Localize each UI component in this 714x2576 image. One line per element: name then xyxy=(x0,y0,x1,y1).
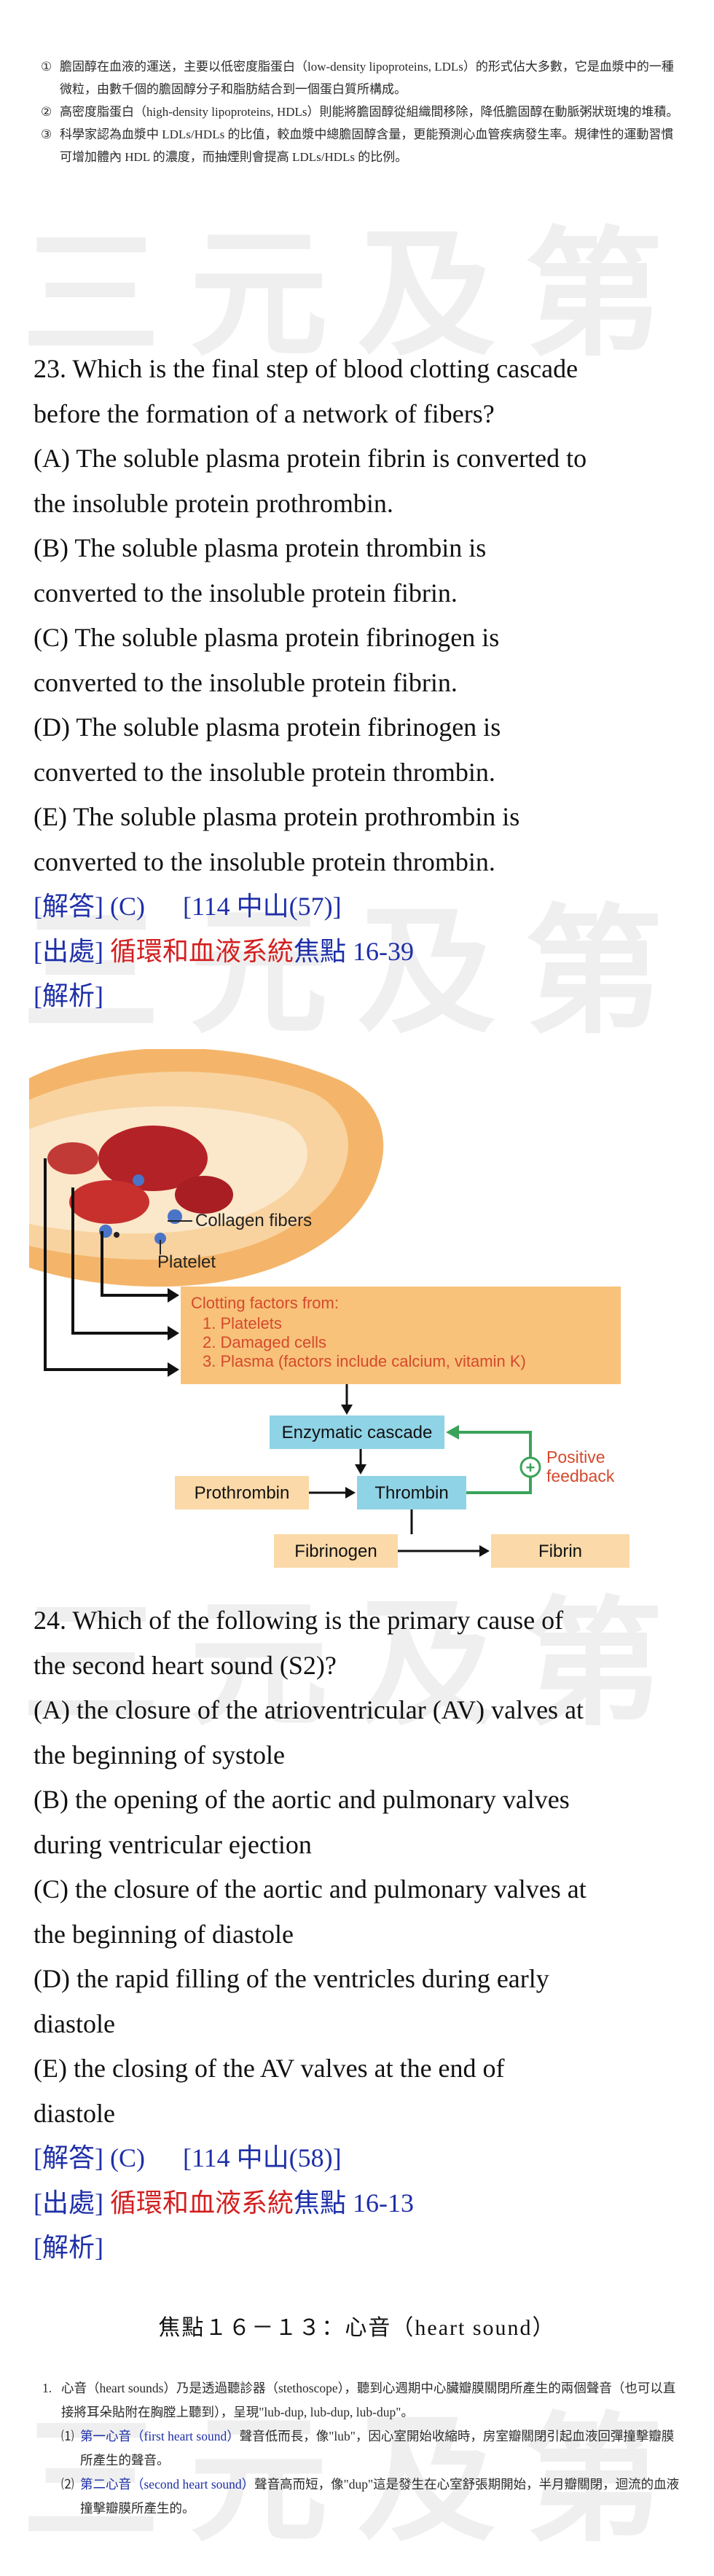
option-e: (E) The soluble plasma protein prothromb… xyxy=(34,802,520,831)
enzymatic-cascade-box xyxy=(270,1415,444,1449)
question-text: before the formation of a network of fib… xyxy=(34,398,495,428)
option-a: (A) the closure of the atrioventricular … xyxy=(34,1695,584,1724)
option-e: (E) the closing of the AV valves at the … xyxy=(34,2054,505,2083)
question-23: 23. Which is the final step of blood clo… xyxy=(34,347,689,1019)
option-b: (B) the opening of the aortic and pulmon… xyxy=(34,1785,570,1814)
note-item: 1.心音（heart sounds）乃是透過聽診器（stethoscope），聽… xyxy=(42,2381,676,2419)
option-c: converted to the insoluble protein fibri… xyxy=(34,667,458,697)
option-d: converted to the insoluble protein throm… xyxy=(34,757,495,787)
section-title: 焦點１６－１３：心音（heart sound） xyxy=(158,2316,556,2340)
positive-feedback-label: Positive xyxy=(546,1448,605,1466)
platelet-dot xyxy=(154,1233,166,1244)
option-d: diastole xyxy=(34,2008,115,2038)
question-text: the second heart sound (S2)? xyxy=(34,1650,337,1680)
svg-text:Prothrombin: Prothrombin xyxy=(195,1483,290,1503)
platelet-label: Platelet xyxy=(157,1252,216,1272)
option-e: converted to the insoluble protein throm… xyxy=(34,847,495,876)
analysis-label: [解析] xyxy=(34,2233,103,2262)
svg-text:Enzymatic cascade: Enzymatic cascade xyxy=(282,1423,433,1442)
note-item: ⑴第一心音（first heart sound）聲音低而長，像"lub"，因心室… xyxy=(61,2429,675,2467)
svg-text:+: + xyxy=(526,1458,536,1477)
positive-feedback-label: feedback xyxy=(546,1466,615,1485)
answer-line: [解答] (C)[114 中山(57)] xyxy=(34,892,342,921)
heart-sound-notes: 1.心音（heart sounds）乃是透過聽診器（stethoscope），聽… xyxy=(42,2376,683,2521)
option-e: diastole xyxy=(34,2098,115,2128)
fibrin-box xyxy=(491,1534,629,1568)
option-a: (A) The soluble plasma protein fibrin is… xyxy=(34,444,587,473)
option-c: the beginning of diastole xyxy=(34,1919,294,1949)
option-b: (B) The soluble plasma protein thrombin … xyxy=(34,533,487,562)
plus-icon xyxy=(519,1456,541,1478)
clotting-item: 3. Plasma (factors include calcium, vita… xyxy=(203,1352,526,1370)
svg-text:Fibrin: Fibrin xyxy=(538,1542,582,1561)
clotting-diagram: Collagen fibers Platelet Clotting factor… xyxy=(29,1049,629,1568)
clotting-factors-box xyxy=(181,1287,621,1384)
origin-line: [出處] 循環和血液系統焦點 16-39 xyxy=(34,936,414,966)
svg-text:Fibrinogen: Fibrinogen xyxy=(294,1542,377,1561)
analysis-label: [解析] xyxy=(34,981,103,1010)
option-c: (C) The soluble plasma protein fibrinoge… xyxy=(34,623,500,652)
answer-line: [解答] (C)[114 中山(58)] xyxy=(34,2143,342,2172)
platelet-dot xyxy=(133,1174,144,1186)
question-24: 24. Which of the following is the primar… xyxy=(34,1598,689,2271)
option-d: (D) the rapid filling of the ventricles … xyxy=(34,1964,549,1993)
option-b: during ventricular ejection xyxy=(34,1829,312,1859)
question-text: 23. Which is the final step of blood clo… xyxy=(34,354,578,383)
note-item: ⑵第二心音（second heart sound）聲音高而短，像"dup"這是發… xyxy=(61,2477,680,2516)
clotting-title: Clotting factors from: xyxy=(191,1294,339,1312)
clotting-cascade-figure: Collagen fibers Platelet Clotting factor… xyxy=(29,1049,685,1588)
clotting-item: 1. Platelets xyxy=(203,1314,282,1332)
option-a: the insoluble protein prothrombin. xyxy=(34,488,393,518)
thrombin-box xyxy=(357,1476,466,1509)
option-b: converted to the insoluble protein fibri… xyxy=(34,578,458,608)
svg-text:Thrombin: Thrombin xyxy=(374,1483,448,1503)
clotting-item: 2. Damaged cells xyxy=(203,1333,326,1351)
option-c: (C) the closure of the aortic and pulmon… xyxy=(34,1874,586,1904)
option-a: the beginning of systole xyxy=(34,1740,285,1770)
collagen-fibers-label: Collagen fibers xyxy=(195,1211,312,1230)
origin-line: [出處] 循環和血液系統焦點 16-13 xyxy=(34,2188,414,2218)
option-d: (D) The soluble plasma protein fibrinoge… xyxy=(34,712,501,742)
prothrombin-box xyxy=(175,1476,309,1509)
fibrinogen-box xyxy=(274,1534,398,1568)
question-text: 24. Which of the following is the primar… xyxy=(34,1606,564,1635)
